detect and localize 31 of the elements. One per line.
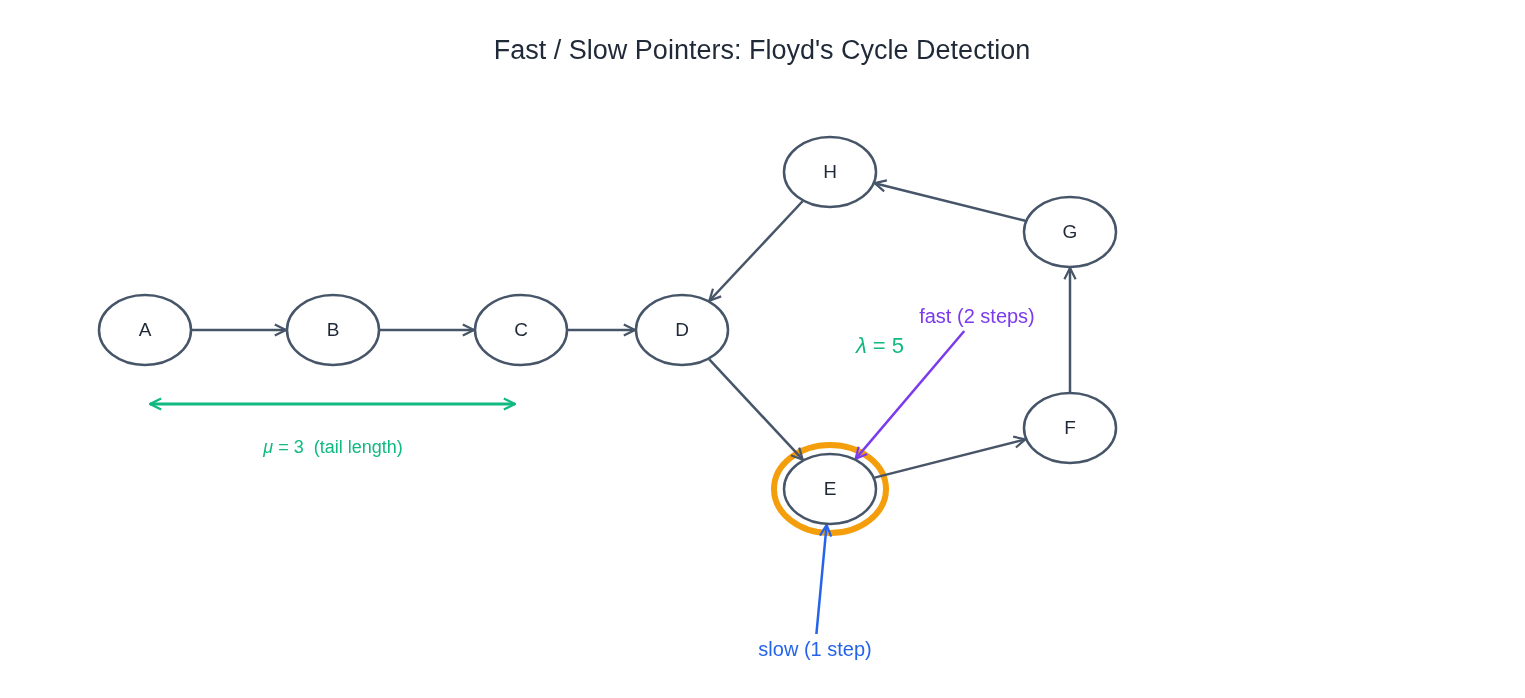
node-label: E [823,478,837,500]
arrow [708,200,804,302]
node-label: H [823,161,837,183]
arrow [815,523,833,635]
arrow [708,358,804,461]
node-label: D [675,319,689,341]
list-node-circle [98,294,192,366]
arrow [873,179,1026,223]
node-label: C [514,319,528,341]
diagram-title: Fast / Slow Pointers: Floyd's Cycle Detection [493,34,1031,66]
node-label: A [138,319,152,341]
list-node-circle [635,294,729,366]
arrow [380,323,476,337]
annotation-label: λ = 5 [855,333,905,359]
list-node-circle [1023,196,1117,268]
node-label: B [326,319,340,341]
arrow [874,435,1027,479]
arrow [854,330,966,460]
list-node-circle [286,294,380,366]
list-node-circle [1023,392,1117,464]
list-node-circle [783,136,877,208]
annotation-label: μ = 3 (tail length) [263,436,403,458]
list-node-circle [474,294,568,366]
arrow [1063,266,1077,392]
arrow [568,323,637,337]
pointer-label: slow (1 step) [758,637,872,661]
pointer-label: fast (2 steps) [919,304,1035,328]
list-node-circle [783,453,877,525]
node-label: G [1062,221,1078,243]
arrow [192,323,288,337]
node-label: F [1064,417,1076,439]
